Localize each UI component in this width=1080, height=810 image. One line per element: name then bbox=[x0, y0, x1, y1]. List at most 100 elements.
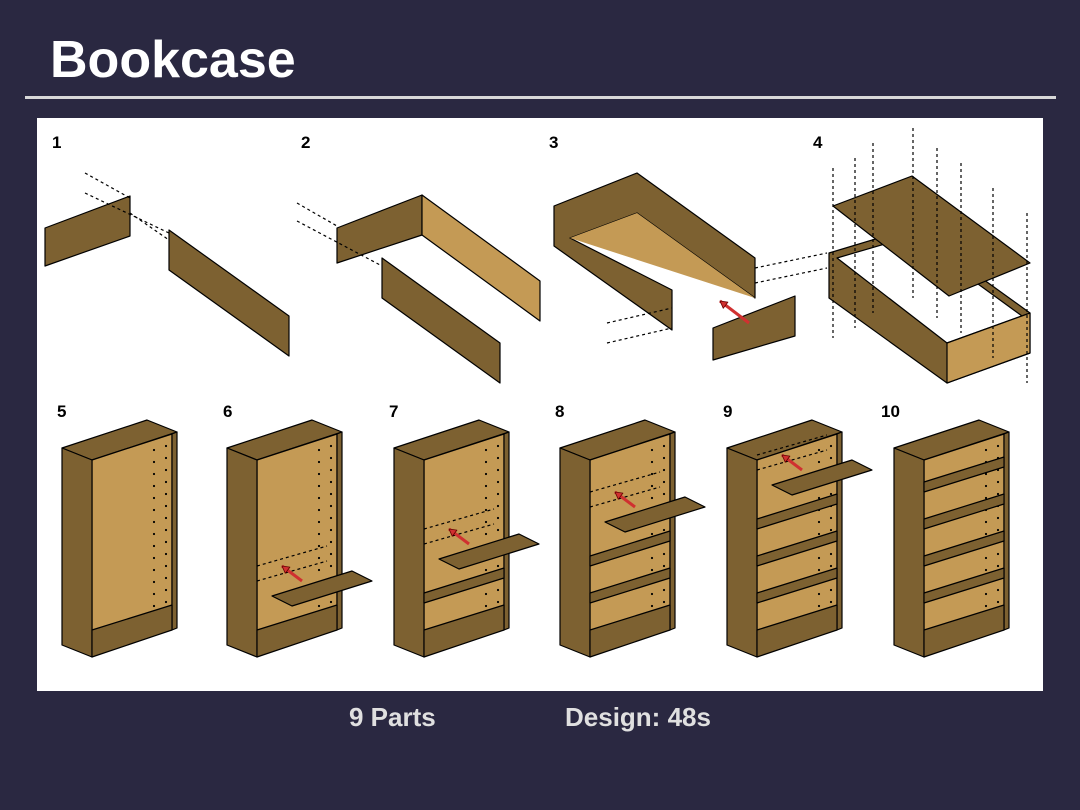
shelf-pin-hole bbox=[152, 496, 156, 500]
shelf-pin-hole bbox=[152, 460, 156, 464]
shelf-pin-hole bbox=[996, 564, 1000, 568]
shelf-pin-hole bbox=[152, 544, 156, 548]
fixed-shelf bbox=[923, 530, 1005, 567]
step-4: 4 bbox=[813, 128, 1031, 384]
end-panel bbox=[712, 295, 796, 361]
shelf-pin-hole bbox=[996, 444, 1000, 448]
shelf-pin-hole bbox=[164, 504, 168, 508]
shelf-pin-hole bbox=[650, 556, 654, 560]
shelf-pin-hole bbox=[984, 448, 988, 452]
guide-line bbox=[423, 523, 495, 545]
shelf-pin-hole bbox=[817, 448, 821, 452]
step-9: 9 bbox=[723, 402, 873, 658]
shelf-pin-hole bbox=[650, 532, 654, 536]
shelf-pin-hole bbox=[662, 456, 666, 460]
shelf-pin-hole bbox=[329, 516, 333, 520]
shelf-pin-hole bbox=[484, 532, 488, 536]
step-number: 6 bbox=[223, 402, 232, 421]
shelf-pin-hole bbox=[984, 496, 988, 500]
shelf-pin-hole bbox=[164, 516, 168, 520]
parts-count: 9 Parts bbox=[349, 702, 436, 732]
shelf-pin-hole bbox=[164, 456, 168, 460]
guide-line bbox=[756, 449, 828, 471]
shelf-pin-hole bbox=[996, 516, 1000, 520]
shelf-pin-hole bbox=[984, 532, 988, 536]
arrow-head-icon bbox=[781, 454, 791, 463]
guide-line bbox=[754, 252, 828, 269]
step-number: 7 bbox=[389, 402, 398, 421]
bookcase-right-edge bbox=[336, 431, 343, 631]
shelf-pin-hole bbox=[317, 484, 321, 488]
bookcase-left-side bbox=[726, 447, 758, 658]
shelf-pin-hole bbox=[996, 492, 1000, 496]
design-time: Design: 48s bbox=[565, 702, 711, 732]
arrow-head-icon bbox=[614, 491, 624, 500]
shelf-pin-hole bbox=[317, 520, 321, 524]
shelf-pin-hole bbox=[817, 568, 821, 572]
shelf-pin-hole bbox=[152, 580, 156, 584]
box-front bbox=[946, 312, 1031, 384]
shelf-pin-hole bbox=[152, 532, 156, 536]
shelf-pin-hole bbox=[329, 456, 333, 460]
shelf-pin-hole bbox=[662, 600, 666, 604]
shelf-pin-hole bbox=[662, 492, 666, 496]
bookcase-left-side bbox=[393, 447, 425, 658]
fixed-shelf bbox=[923, 567, 1005, 604]
shelf-pin-hole bbox=[650, 496, 654, 500]
shelf-pin-hole bbox=[484, 460, 488, 464]
fixed-shelf bbox=[589, 530, 671, 567]
shelf-pin-hole bbox=[317, 532, 321, 536]
shelf-pin-hole bbox=[152, 568, 156, 572]
shelf-pin-hole bbox=[152, 592, 156, 596]
long-panel bbox=[168, 229, 290, 357]
loose-shelf bbox=[438, 533, 540, 570]
shelf-pin-hole bbox=[650, 460, 654, 464]
guide-line bbox=[589, 486, 661, 508]
shelf-pin-hole bbox=[164, 540, 168, 544]
title-divider bbox=[25, 96, 1056, 99]
shelf-pin-hole bbox=[329, 528, 333, 532]
slide-title: Bookcase bbox=[50, 31, 296, 89]
shelf-pin-hole bbox=[164, 480, 168, 484]
shelf-pin-hole bbox=[164, 552, 168, 556]
shelf-pin-hole bbox=[662, 552, 666, 556]
step-5: 5 bbox=[57, 402, 178, 658]
shelf-pin-hole bbox=[662, 564, 666, 568]
shelf-pin-hole bbox=[496, 564, 500, 568]
shelf-pin-hole bbox=[829, 600, 833, 604]
shelf-pin-hole bbox=[484, 496, 488, 500]
shelf-pin-hole bbox=[829, 516, 833, 520]
shelf-pin-hole bbox=[164, 576, 168, 580]
shelf-pin-hole bbox=[329, 444, 333, 448]
bookcase-left-side bbox=[893, 447, 925, 658]
loose-shelf bbox=[771, 459, 873, 496]
loose-shelf bbox=[271, 570, 373, 607]
bookcase-left-side bbox=[226, 447, 258, 658]
fixed-shelf bbox=[423, 567, 505, 604]
shelf-pin-hole bbox=[484, 484, 488, 488]
shelf-pin-hole bbox=[996, 480, 1000, 484]
guide-line bbox=[296, 202, 338, 227]
bookcase-right-edge bbox=[1003, 431, 1010, 631]
shelf-pin-hole bbox=[152, 508, 156, 512]
arrow-head-icon bbox=[281, 565, 291, 574]
u-frame-inner bbox=[570, 213, 755, 298]
shelf-pin-hole bbox=[829, 588, 833, 592]
fixed-shelf bbox=[923, 456, 1005, 493]
step-number: 1 bbox=[52, 133, 61, 152]
step-6: 6 bbox=[223, 402, 373, 658]
shelf-pin-hole bbox=[496, 504, 500, 508]
fixed-shelf bbox=[589, 567, 671, 604]
guide-line bbox=[423, 508, 495, 530]
shelf-pin-hole bbox=[164, 564, 168, 568]
shelf-pin-hole bbox=[996, 588, 1000, 592]
shelf-pin-hole bbox=[662, 480, 666, 484]
shelf-pin-hole bbox=[496, 600, 500, 604]
shelf-pin-hole bbox=[817, 520, 821, 524]
fixed-shelf bbox=[923, 493, 1005, 530]
shelf-pin-hole bbox=[817, 496, 821, 500]
guide-line bbox=[606, 307, 673, 324]
shelf-pin-hole bbox=[817, 604, 821, 608]
shelf-pin-hole bbox=[329, 600, 333, 604]
